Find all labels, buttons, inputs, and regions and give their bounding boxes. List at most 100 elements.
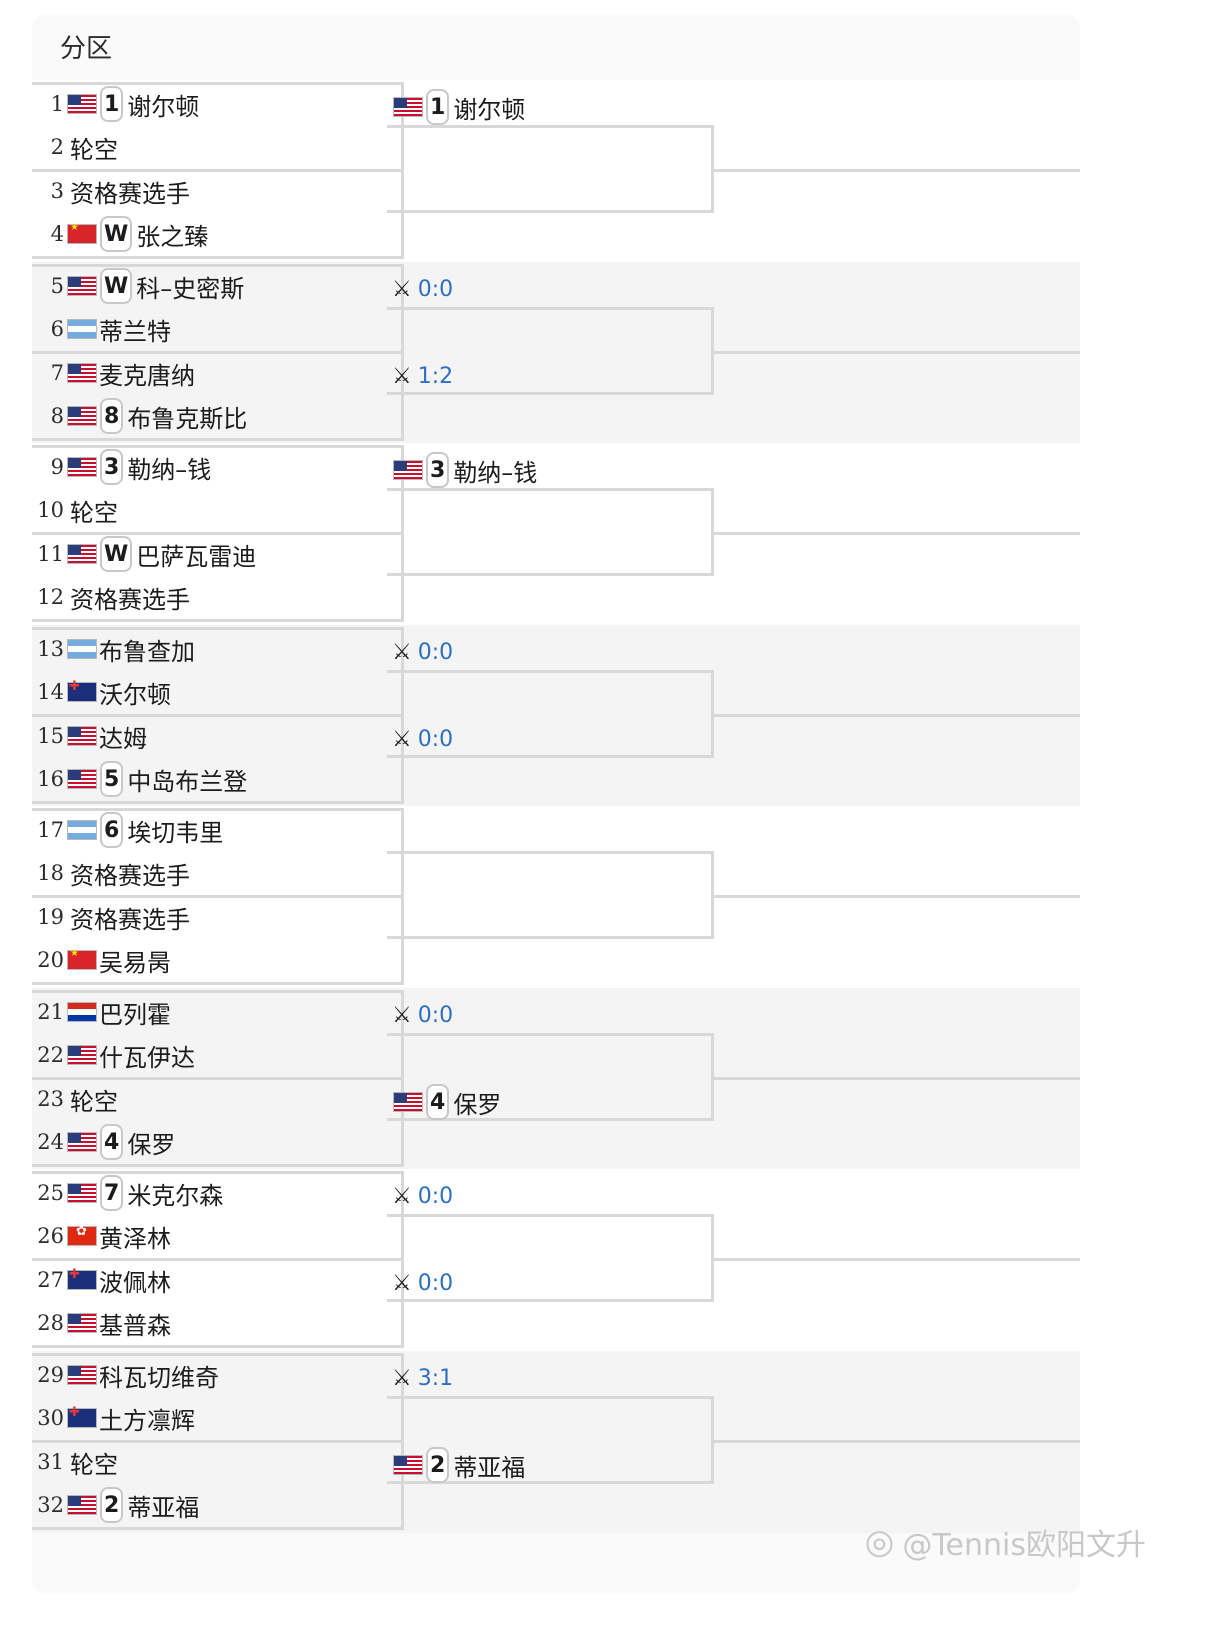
watermark: ◎ @Tennis欧阳文升 bbox=[865, 1520, 1146, 1564]
flag-chn-icon bbox=[67, 222, 97, 244]
round2-match bbox=[387, 851, 714, 939]
match-score[interactable]: 0:0 bbox=[417, 1002, 454, 1028]
draw-number: 20 bbox=[37, 948, 64, 972]
draw-number: 4 bbox=[50, 222, 64, 246]
flag-arg-icon bbox=[67, 820, 97, 840]
player-name: 中岛布兰登 bbox=[127, 767, 248, 796]
player-row[interactable]: 20 吴易昺 bbox=[32, 939, 401, 981]
round1-match: 29科瓦切维奇30土方凛辉 bbox=[32, 1353, 404, 1443]
round3-line bbox=[714, 169, 1080, 172]
player-row[interactable]: 26黄泽林 bbox=[32, 1215, 401, 1257]
player-name: 资格赛选手 bbox=[70, 585, 190, 614]
round2-slot[interactable]: ⚔0:0 bbox=[390, 632, 453, 672]
player-name: 波佩林 bbox=[99, 1268, 171, 1297]
player-name: 什瓦伊达 bbox=[99, 1043, 195, 1072]
player-name: 谢尔顿 bbox=[453, 95, 526, 124]
match-score[interactable]: 0:0 bbox=[417, 726, 454, 752]
draw-number: 6 bbox=[50, 317, 64, 341]
round2-slot[interactable]: ⚔0:0 bbox=[390, 719, 453, 759]
player-name: 布鲁查加 bbox=[99, 637, 195, 666]
round2-slot[interactable]: ⚔3:1 bbox=[390, 1358, 453, 1398]
round2-slot[interactable]: ⚔0:0 bbox=[390, 269, 453, 309]
round2-slot[interactable]: ⚔1:2 bbox=[390, 356, 453, 396]
draw-number: 3 bbox=[50, 179, 64, 203]
player-name: 沃尔顿 bbox=[99, 680, 171, 709]
match-score[interactable]: 0:0 bbox=[417, 1183, 454, 1209]
draw-number: 9 bbox=[50, 455, 64, 479]
seed-badge: 6 bbox=[100, 812, 124, 848]
player-name: 科–史密斯 bbox=[136, 274, 245, 303]
seed-badge: 7 bbox=[100, 1175, 124, 1211]
draw-number: 11 bbox=[37, 542, 64, 566]
flag-usa-icon bbox=[67, 276, 97, 296]
round2-slot[interactable]: ⚔0:0 bbox=[390, 995, 453, 1035]
flag-usa-icon bbox=[67, 769, 97, 789]
player-name: 张之臻 bbox=[136, 222, 209, 251]
round2-match bbox=[387, 1214, 714, 1302]
crossed-swords-icon: ⚔ bbox=[392, 1270, 412, 1296]
player-name: 吴易昺 bbox=[99, 948, 171, 977]
round1-match: 3资格赛选手4W张之臻 bbox=[32, 169, 404, 259]
flag-usa-icon bbox=[393, 97, 423, 117]
flag-aus-icon bbox=[67, 1405, 97, 1428]
player-row[interactable]: 27波佩林 bbox=[32, 1259, 401, 1301]
round1-match: 27波佩林28基普森 bbox=[32, 1258, 404, 1348]
player-name: 巴萨瓦雷迪 bbox=[136, 542, 257, 571]
round2-match bbox=[387, 307, 714, 395]
flag-usa-icon bbox=[67, 1045, 97, 1065]
crossed-swords-icon: ⚔ bbox=[392, 1002, 412, 1028]
player-row[interactable]: 30土方凛辉 bbox=[32, 1397, 401, 1439]
match-score[interactable]: 0:0 bbox=[417, 1270, 454, 1296]
player-name: 基普森 bbox=[99, 1311, 171, 1340]
draw-number: 21 bbox=[37, 1000, 64, 1024]
draw-number: 15 bbox=[37, 724, 64, 748]
round2-slot[interactable]: ⚔0:0 bbox=[390, 1176, 453, 1216]
round2-match bbox=[387, 125, 714, 213]
player-name: 轮空 bbox=[70, 498, 118, 527]
watermark-text: @Tennis欧阳文升 bbox=[902, 1528, 1146, 1563]
weibo-icon: ◎ bbox=[864, 1522, 895, 1562]
round3-line bbox=[714, 1077, 1080, 1080]
match-score[interactable]: 1:2 bbox=[417, 363, 454, 389]
player-row[interactable]: 4W张之臻 bbox=[32, 213, 401, 255]
seed-badge: 5 bbox=[100, 761, 124, 797]
match-score[interactable]: 3:1 bbox=[417, 1365, 454, 1391]
round2-slot[interactable]: ⚔0:0 bbox=[390, 1263, 453, 1303]
match-score[interactable]: 0:0 bbox=[417, 276, 454, 302]
player-row[interactable]: 14沃尔顿 bbox=[32, 671, 401, 713]
match-score[interactable]: 0:0 bbox=[417, 639, 454, 665]
